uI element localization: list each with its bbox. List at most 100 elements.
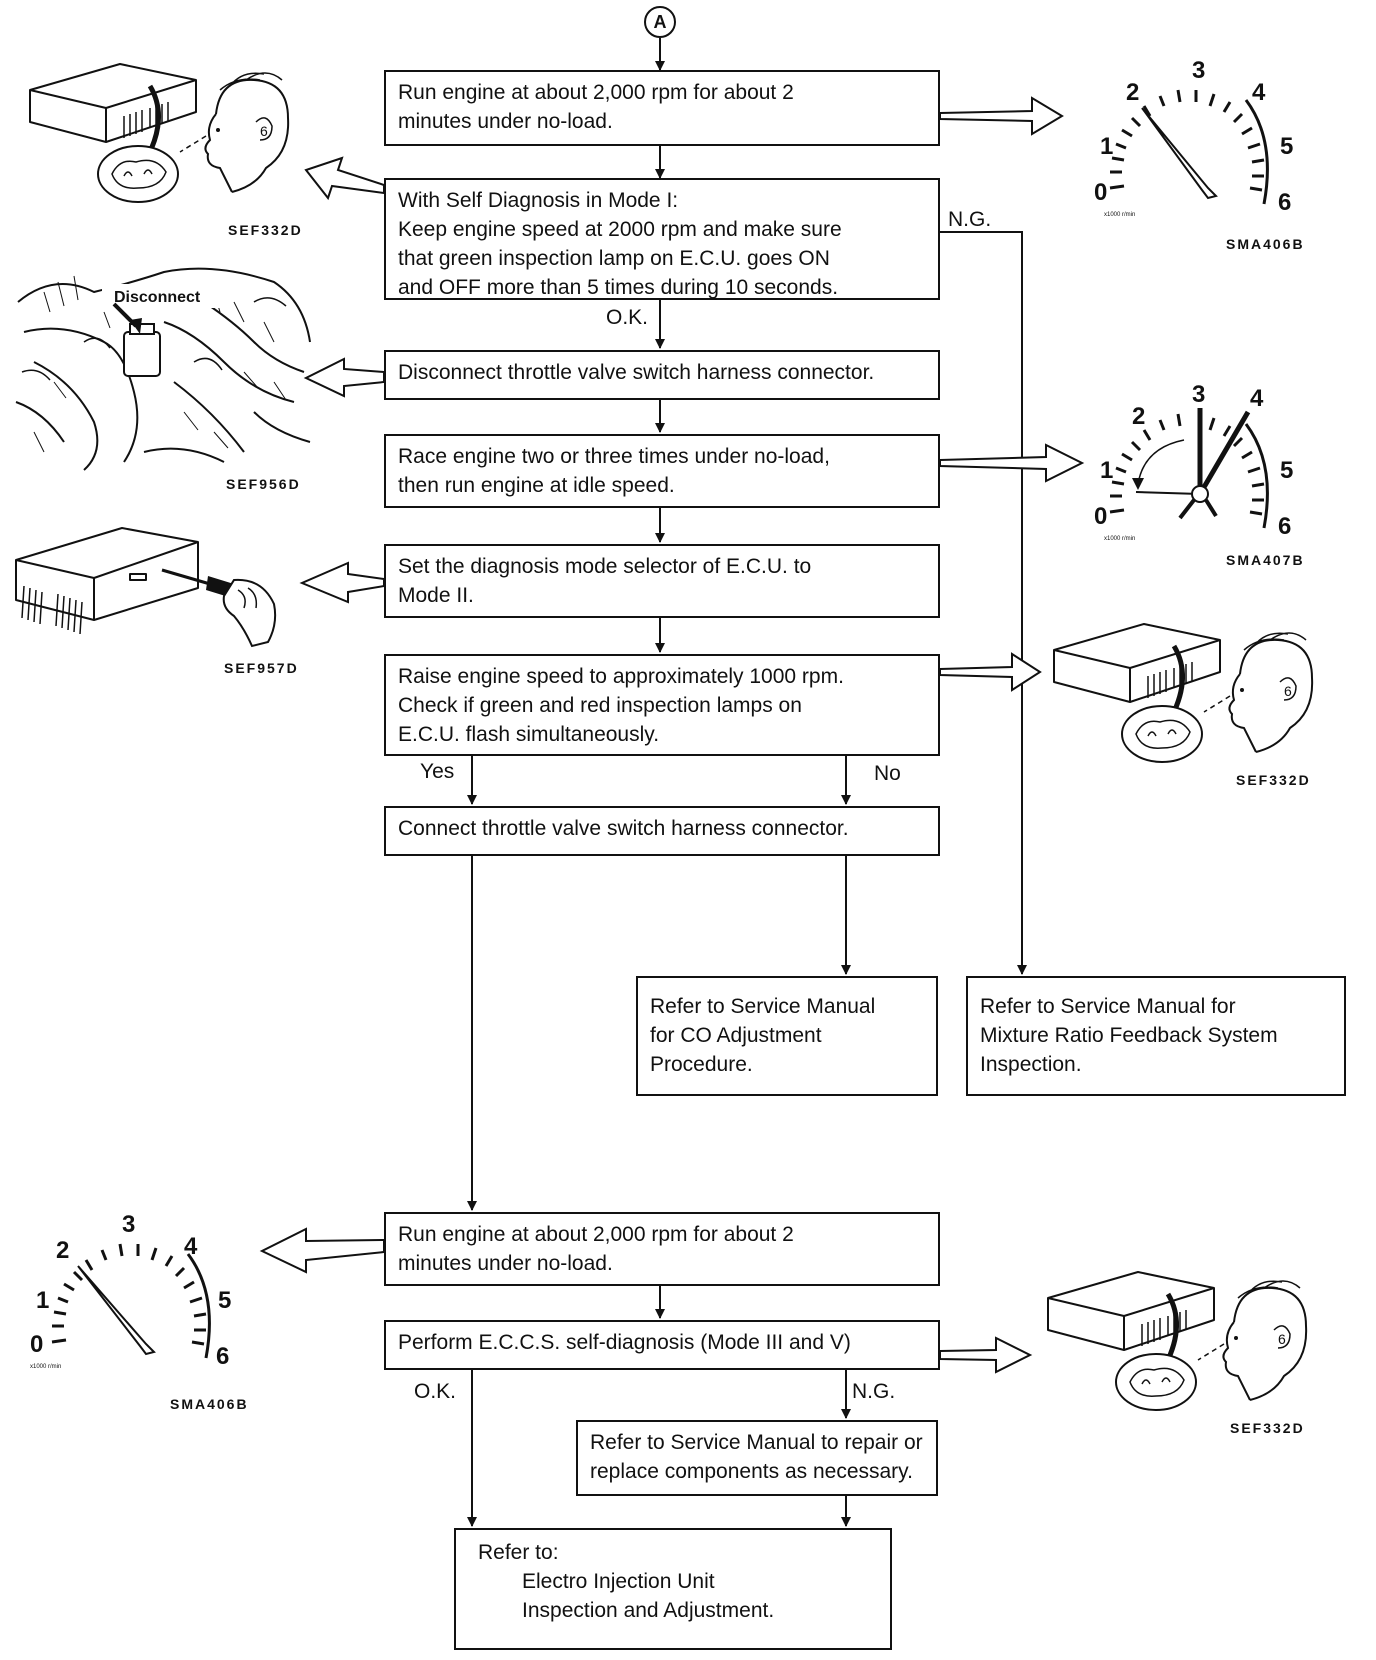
step-line: With Self Diagnosis in Mode I: — [398, 189, 679, 212]
step-line: Refer to Service Manual for — [980, 995, 1236, 1018]
block-arrow-s3-left — [303, 357, 385, 398]
block-arrow-s4-right — [939, 443, 1085, 483]
gauge-tick-label: 4 — [1250, 385, 1264, 412]
engine-bay-disconnect-illustration: Disconnect — [15, 267, 311, 471]
step-line: E.C.U. flash simultaneously. — [398, 723, 660, 746]
step-refer-electro-injection: Refer to: Electro Injection Unit Inspect… — [454, 1528, 892, 1650]
step-line: Perform E.C.C.S. self-diagnosis (Mode II… — [398, 1331, 851, 1354]
block-arrow-s2-left — [304, 156, 385, 201]
ecu-mode-selector-illustration — [15, 527, 277, 648]
label-ng-branch: N.G. — [948, 208, 992, 231]
step-line: Check if green and red inspection lamps … — [398, 694, 802, 717]
gauge-tick-label: 3 — [1192, 60, 1205, 84]
gauge-tick-label: 2 — [1132, 403, 1145, 430]
step-line: Run engine at about 2,000 rpm for about … — [398, 1223, 794, 1246]
step-self-diagnosis-mode-1: With Self Diagnosis in Mode I: Keep engi… — [384, 178, 940, 300]
block-arrow-s11-right — [939, 1336, 1033, 1374]
figure-caption: SEF957D — [224, 660, 299, 676]
ecu-inspection-illustration: 6 — [1047, 1271, 1308, 1411]
step-line: for CO Adjustment — [650, 1024, 822, 1047]
step-repair-components: Refer to Service Manual to repair or rep… — [576, 1420, 938, 1496]
step-line: Raise engine speed to approximately 1000… — [398, 665, 844, 688]
gauge-unit-label: x1000 r/min — [1104, 212, 1135, 218]
step-line: minutes under no-load. — [398, 1252, 613, 1275]
step-raise-engine-speed: Raise engine speed to approximately 1000… — [384, 654, 940, 756]
gauge-tick-label: 2 — [56, 1237, 69, 1264]
block-arrow-s10-left — [259, 1227, 385, 1274]
step-line: and OFF more than 5 times during 10 seco… — [398, 276, 839, 299]
step-line: Electro Injection Unit — [522, 1570, 715, 1593]
arrow-s2-ng — [938, 231, 1027, 975]
step-refer-mixture-ratio: Refer to Service Manual for Mixture Rati… — [966, 976, 1346, 1096]
svg-text:6: 6 — [260, 123, 268, 139]
label-ok-branch-2: O.K. — [414, 1380, 457, 1403]
step-line: Race engine two or three times under no-… — [398, 445, 830, 468]
step-line: minutes under no-load. — [398, 110, 613, 133]
gauge-tick-label: 4 — [184, 1233, 198, 1260]
step-line: Refer to: — [478, 1541, 559, 1564]
gauge-tick-label: 4 — [1252, 79, 1266, 106]
step-connect-throttle-switch: Connect throttle valve switch harness co… — [384, 806, 940, 856]
step-eccs-self-diagnosis: Perform E.C.C.S. self-diagnosis (Mode II… — [384, 1320, 940, 1370]
step-line: Disconnect throttle valve switch harness… — [398, 361, 875, 384]
label-ok-branch: O.K. — [606, 306, 649, 329]
step-line: Run engine at about 2,000 rpm for about … — [398, 81, 794, 104]
step-refer-co-adjustment: Refer to Service Manual for CO Adjustmen… — [636, 976, 938, 1096]
tachometer-2000-rpm-illustration: 0 1 2 3 4 5 6 x1000 r/min — [30, 1214, 231, 1370]
gauge-tick-label: 3 — [122, 1214, 135, 1238]
connector-a-label: A — [654, 12, 667, 32]
ecu-inspection-illustration: 6 — [1053, 623, 1314, 763]
gauge-tick-label: 6 — [1278, 513, 1291, 540]
step-line: Mixture Ratio Feedback System — [980, 1024, 1278, 1047]
ecu-inspection-illustration: 6 — [29, 63, 290, 203]
gauge-tick-label: 0 — [1094, 179, 1107, 206]
connector-a-circle — [644, 6, 676, 38]
block-arrow-s5-left — [299, 561, 385, 604]
tachometer-race-illustration: 0 1 2 3 4 5 6 x1000 r/min — [1094, 384, 1293, 542]
gauge-tick-label: 6 — [216, 1343, 229, 1370]
label-ng-branch-2: N.G. — [852, 1380, 896, 1403]
step-line: Connect throttle valve switch harness co… — [398, 817, 849, 840]
figure-caption: SMA407B — [1226, 552, 1305, 568]
gauge-tick-label: 5 — [218, 1287, 231, 1314]
label-no-branch: No — [874, 762, 901, 785]
figure-caption: SEF956D — [226, 476, 301, 492]
step-line: Refer to Service Manual to repair or — [590, 1431, 923, 1454]
gauge-tick-label: 1 — [36, 1287, 49, 1314]
figure-caption: SMA406B — [1226, 236, 1305, 252]
step-line: Procedure. — [650, 1053, 753, 1076]
svg-text:6: 6 — [1284, 683, 1292, 699]
step-line: Inspection. — [980, 1053, 1082, 1076]
figure-caption: SEF332D — [1236, 772, 1311, 788]
block-arrow-s6-right — [939, 652, 1042, 692]
step-line: Set the diagnosis mode selector of E.C.U… — [398, 555, 812, 578]
gauge-tick-label: 0 — [1094, 503, 1107, 530]
gauge-tick-label: 0 — [30, 1331, 43, 1358]
gauge-tick-label: 1 — [1100, 133, 1113, 160]
gauge-tick-label: 3 — [1192, 384, 1205, 408]
step-line: Refer to Service Manual — [650, 995, 876, 1018]
figure-caption: SMA406B — [170, 1396, 249, 1412]
step-line: replace components as necessary. — [590, 1460, 913, 1483]
step-line: Keep engine speed at 2000 rpm and make s… — [398, 218, 842, 241]
step-line: then run engine at idle speed. — [398, 474, 675, 497]
tachometer-2000-rpm-illustration: 0 1 2 3 4 5 6 x1000 r/min — [1094, 60, 1293, 218]
figure-caption: SEF332D — [1230, 1420, 1305, 1436]
label-yes-branch: Yes — [420, 760, 455, 783]
gauge-unit-label: x1000 r/min — [1104, 536, 1135, 542]
gauge-tick-label: 5 — [1280, 457, 1293, 484]
block-arrow-s1-right — [939, 96, 1064, 136]
step-line: Mode II. — [398, 584, 474, 607]
step-line: Inspection and Adjustment. — [522, 1599, 775, 1622]
disconnect-label: Disconnect — [114, 289, 201, 306]
gauge-tick-label: 6 — [1278, 189, 1291, 216]
step-disconnect-throttle-switch: Disconnect throttle valve switch harness… — [384, 350, 940, 400]
svg-text:6: 6 — [1278, 1331, 1286, 1347]
step-line: that green inspection lamp on E.C.U. goe… — [398, 247, 830, 270]
gauge-tick-label: 1 — [1100, 457, 1113, 484]
step-run-engine-2000: Run engine at about 2,000 rpm for about … — [384, 70, 940, 146]
step-race-engine: Race engine two or three times under no-… — [384, 434, 940, 508]
step-set-mode-2: Set the diagnosis mode selector of E.C.U… — [384, 544, 940, 618]
gauge-tick-label: 5 — [1280, 133, 1293, 160]
